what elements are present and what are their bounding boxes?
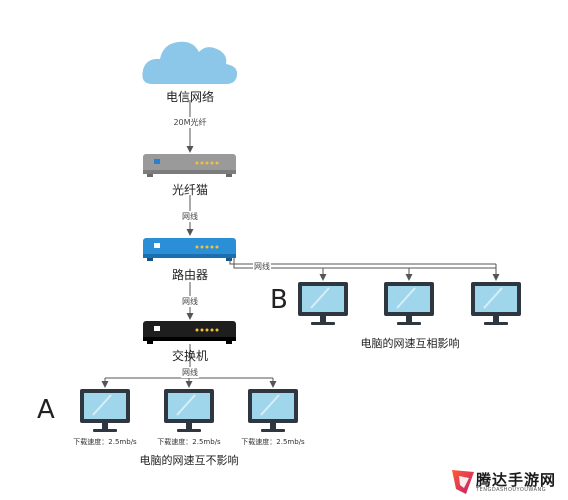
group-b-letter: B [270,285,288,315]
monitor-icon [298,282,348,325]
speed-label: 下载速度：2.5mb/s [241,438,305,446]
monitor-icon [80,389,130,432]
monitor-icon [384,282,434,325]
edge-label-cloud-modem: 20M光纤 [172,117,208,128]
monitor-icon [164,389,214,432]
cloud-icon [142,41,238,84]
router-icon [143,238,236,261]
edge-label-router-group-b: 网线 [253,261,271,272]
node-label-switch: 交换机 [171,349,209,363]
edge-label-router-switch: 网线 [181,296,199,307]
speed-label: 下载速度：2.5mb/s [157,438,221,446]
node-label-modem: 光纤猫 [171,183,209,197]
group-a-caption: 电脑的网速互不影响 [139,454,239,467]
switch-icon [143,321,236,344]
watermark-logo-icon [452,470,474,494]
modem-icon [143,154,236,177]
edge-router-group-b [229,258,500,281]
speed-label: 下载速度：2.5mb/s [73,438,137,446]
monitor-icon [471,282,521,325]
edge-label-switch-group-a: 网线 [181,367,199,378]
group-b-caption: 电脑的网速互相影响 [360,337,460,350]
watermark-subtext: TENGDASHOUYOUWANG [476,487,547,493]
watermark-text: 腾达手游网 [476,471,557,489]
monitor-icon [248,389,298,432]
group-a-letter: A [37,395,55,425]
node-label-cloud: 电信网络 [165,90,215,104]
node-label-router: 路由器 [171,268,209,282]
edge-label-modem-router: 网线 [181,211,199,222]
